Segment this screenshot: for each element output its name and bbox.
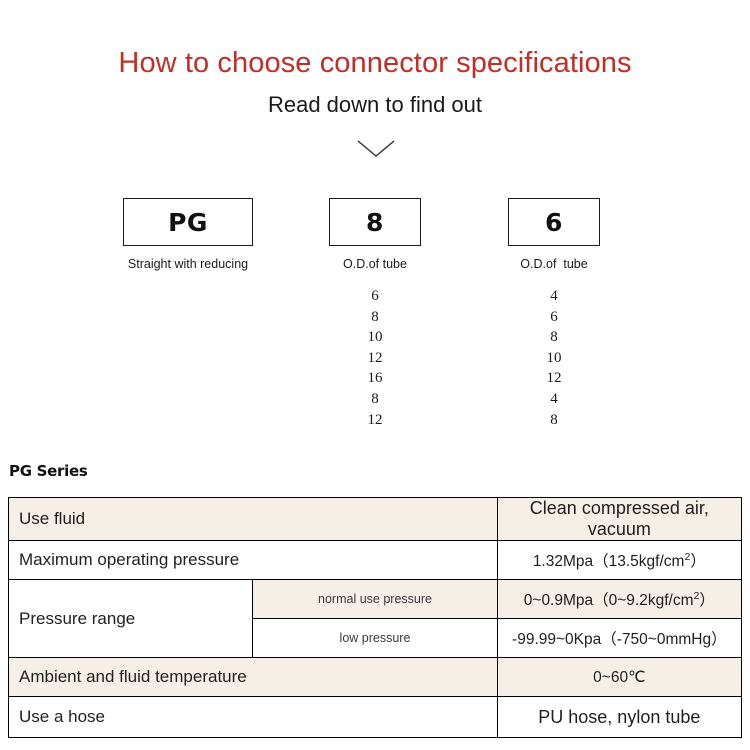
table-row: Pressure range normal use pressure 0~0.9…: [7, 579, 743, 658]
spec-label-max-pressure: Maximum operating pressure: [8, 540, 498, 580]
selector-code-od-2: 6: [545, 207, 563, 237]
page-subtitle: Read down to find out: [267, 91, 483, 117]
option-value[interactable]: 12: [546, 370, 562, 387]
table-row: Use fluid Clean compressed air, vacuum: [8, 497, 743, 541]
spec-value-temperature: 0~60℃: [496, 657, 743, 697]
spec-value-use-a-hose: PU hose, nylon tube: [496, 696, 743, 738]
option-value[interactable]: 10: [367, 329, 383, 346]
option-value[interactable]: 16: [367, 370, 383, 387]
table-row: low pressure -99.99~0Kpa（-750~0mmHg）: [9, 618, 743, 658]
chevron-down-icon: [357, 140, 395, 157]
table-row: Maximum operating pressure 1.32Mpa（13.5k…: [8, 540, 743, 580]
spec-label-temperature: Ambient and fluid temperature: [8, 657, 498, 697]
option-value[interactable]: 4: [550, 390, 558, 407]
spec-value-max-pressure: 1.32Mpa（13.5kgf/cm2）: [496, 540, 743, 580]
selector-box-series[interactable]: PG: [123, 198, 253, 246]
option-value[interactable]: 8: [371, 308, 379, 325]
option-value[interactable]: 8: [550, 329, 558, 346]
spec-sublabel-low-pressure: low pressure: [252, 618, 498, 658]
page-header: How to choose connector specifications R…: [0, 47, 750, 117]
spec-value-use-fluid: Clean compressed air, vacuum: [496, 497, 743, 541]
option-value[interactable]: 8: [371, 390, 379, 407]
option-value[interactable]: 12: [367, 411, 383, 428]
selector-box-od-1[interactable]: 8: [329, 198, 421, 246]
selector-group-od-2: 6 O.D.of tube: [508, 198, 600, 271]
option-value[interactable]: 10: [546, 349, 562, 366]
option-value[interactable]: 6: [371, 288, 379, 304]
selector-caption-od-1: O.D.of tube: [343, 257, 407, 271]
option-value[interactable]: 8: [550, 411, 558, 428]
selector-code-series: PG: [168, 207, 208, 237]
option-value[interactable]: 6: [550, 308, 558, 325]
series-heading: PG Series: [9, 462, 88, 480]
option-value[interactable]: 12: [367, 349, 383, 366]
spec-label-pressure-range: Pressure range: [7, 579, 254, 658]
selector-code-od-1: 8: [366, 207, 384, 237]
option-value[interactable]: 4: [550, 288, 558, 304]
spec-label-use-a-hose: Use a hose: [8, 696, 498, 738]
table-row: Use a hose PU hose, nylon tube: [8, 696, 743, 738]
selector-group-series: PG Straight with reducing: [123, 198, 253, 271]
spec-label-use-fluid: Use fluid: [8, 497, 498, 541]
option-column-od-1: 6 8 10 12 16 8 12: [329, 286, 421, 430]
spec-sublabel-normal-use-pressure: normal use pressure: [252, 579, 498, 619]
specification-table: Use fluid Clean compressed air, vacuum M…: [7, 497, 743, 738]
selector-box-od-2[interactable]: 6: [508, 198, 600, 246]
table-row: Ambient and fluid temperature 0~60℃: [8, 657, 743, 697]
spec-value-low-pressure: -99.99~0Kpa（-750~0mmHg）: [496, 618, 743, 658]
selector-caption-od-2: O.D.of tube: [520, 257, 588, 271]
selector-caption-series: Straight with reducing: [127, 257, 249, 271]
spec-value-normal-use-pressure: 0~0.9Mpa（0~9.2kgf/cm2）: [496, 579, 743, 619]
selector-group-od-1: 8 O.D.of tube: [329, 198, 421, 271]
page-title: How to choose connector specifications: [118, 47, 632, 79]
option-column-od-2: 4 6 8 10 12 4 8: [508, 286, 600, 430]
